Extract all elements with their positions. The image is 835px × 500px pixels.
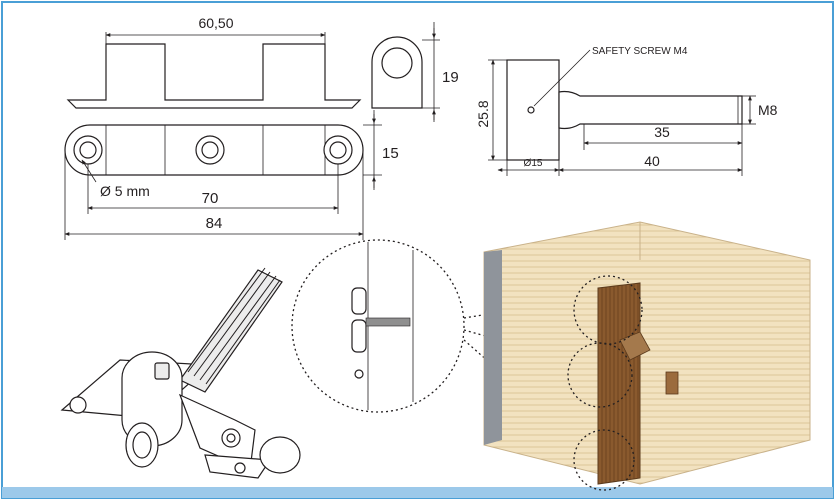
dim-total-length: 40 <box>644 153 660 169</box>
dim-hinge-top-width: 60,50 <box>198 15 233 31</box>
dim-body-diameter: Ø15 <box>524 158 543 169</box>
dim-thread-length: 35 <box>654 124 670 140</box>
cabinet-corner-icon <box>483 221 811 491</box>
hinge-side-view: 19 <box>371 22 459 122</box>
dim-hole-spacing: 70 <box>202 190 219 207</box>
dim-plate-height: 15 <box>382 145 399 162</box>
hinge-top-view: 60,50 <box>66 15 362 109</box>
hinge-3d-icon <box>60 267 301 479</box>
dim-side-height: 19 <box>442 69 459 86</box>
dim-overall-length: 84 <box>206 215 223 232</box>
dim-thread: M8 <box>758 102 778 118</box>
dim-body-height: 25.8 <box>475 100 491 127</box>
pin-view: SAFETY SCREW M4 25.8 M8 35 40 Ø15 <box>475 46 778 176</box>
bottom-bar <box>2 487 833 498</box>
safety-screw-callout: SAFETY SCREW M4 <box>592 46 688 57</box>
hinge-plate-view: Ø 5 mm 15 70 84 <box>64 110 399 240</box>
dim-hole: Ø 5 mm <box>100 183 150 199</box>
